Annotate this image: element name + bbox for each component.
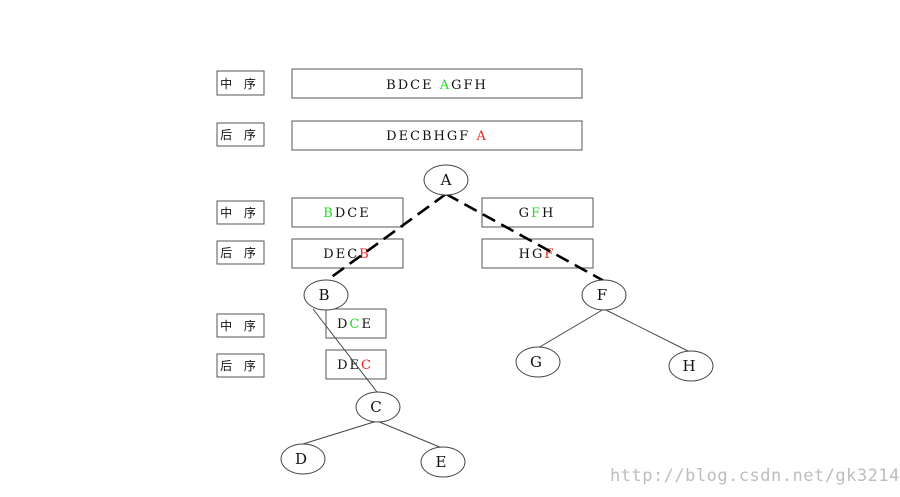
left-postorder-part: B	[359, 247, 371, 262]
node-b-label: B	[318, 286, 329, 304]
sub-inorder-sequence: DCE	[337, 317, 373, 332]
left-postorder-part: DEC	[323, 247, 359, 262]
right-postorder-part: F	[544, 247, 555, 262]
label-low-postorder: 后 序	[216, 353, 265, 378]
label-low-inorder-text: 中 序	[220, 318, 260, 333]
node-d-label: D	[295, 450, 307, 468]
top-inorder-box	[291, 68, 583, 99]
label-mid-inorder: 中 序	[216, 200, 265, 225]
label-low-postorder-text: 后 序	[220, 358, 260, 373]
left-inorder-sequence: BDCE	[323, 206, 370, 221]
edge-a-f	[445, 192, 605, 283]
node-g: G	[515, 346, 561, 378]
right-inorder-sequence: GFH	[519, 206, 556, 221]
label-top-postorder-text: 后 序	[220, 127, 260, 142]
node-h-label: H	[682, 357, 695, 375]
left-inorder-part: B	[323, 206, 335, 221]
left-postorder-box	[291, 238, 404, 269]
label-top-inorder-text: 中 序	[220, 76, 260, 91]
node-d: D	[280, 443, 326, 475]
left-postorder-sequence: DECB	[323, 247, 370, 262]
sub-postorder-sequence: DEC	[337, 358, 373, 373]
sub-inorder-part: E	[361, 317, 373, 332]
sub-postorder-part: C	[361, 358, 373, 373]
right-inorder-box	[481, 197, 594, 228]
top-postorder-part: A	[475, 129, 487, 144]
node-a-label: A	[440, 171, 452, 189]
right-postorder-sequence: HGF	[519, 247, 556, 262]
node-f-label: F	[597, 286, 607, 304]
edge-c-d	[302, 420, 378, 445]
sub-inorder-part: C	[349, 317, 361, 332]
edge-b-c	[312, 308, 378, 393]
top-inorder-part: A	[439, 78, 451, 93]
node-c-label: C	[370, 398, 381, 416]
sub-inorder-part: D	[337, 317, 349, 332]
right-inorder-part: G	[519, 206, 531, 221]
label-mid-postorder-text: 后 序	[220, 245, 260, 260]
node-e: E	[420, 446, 466, 478]
right-postorder-part: HG	[519, 247, 545, 262]
node-e-label: E	[436, 453, 447, 471]
node-c: C	[355, 391, 401, 423]
edge-f-h	[603, 308, 691, 353]
label-mid-postorder: 后 序	[216, 240, 265, 265]
edge-c-e	[376, 420, 443, 449]
left-inorder-box	[291, 197, 404, 228]
top-inorder-part: BDCE	[386, 78, 440, 93]
top-postorder-part: DECBHGF	[386, 129, 476, 144]
label-top-postorder: 后 序	[216, 122, 265, 147]
top-inorder-part: GFH	[451, 78, 488, 93]
node-h: H	[668, 350, 714, 382]
left-inorder-part: DCE	[335, 206, 371, 221]
right-inorder-part: F	[531, 206, 542, 221]
right-inorder-part: H	[542, 206, 555, 221]
node-b: B	[303, 279, 349, 311]
watermark: http://blog.csdn.net/gk3214	[610, 466, 900, 486]
top-postorder-sequence: DECBHGF A	[386, 129, 488, 144]
right-postorder-box	[481, 238, 594, 269]
sub-postorder-part: DE	[337, 358, 361, 373]
edge-f-g	[537, 308, 605, 349]
label-low-inorder: 中 序	[216, 313, 265, 338]
node-a: A	[423, 164, 469, 196]
node-g-label: G	[530, 353, 542, 371]
label-mid-inorder-text: 中 序	[220, 205, 260, 220]
label-top-inorder: 中 序	[216, 70, 265, 96]
edge-a-b	[325, 192, 447, 283]
top-inorder-sequence: BDCE AGFH	[386, 78, 488, 93]
node-f: F	[581, 279, 627, 311]
sub-inorder-box	[325, 308, 387, 339]
top-postorder-box	[291, 120, 583, 151]
